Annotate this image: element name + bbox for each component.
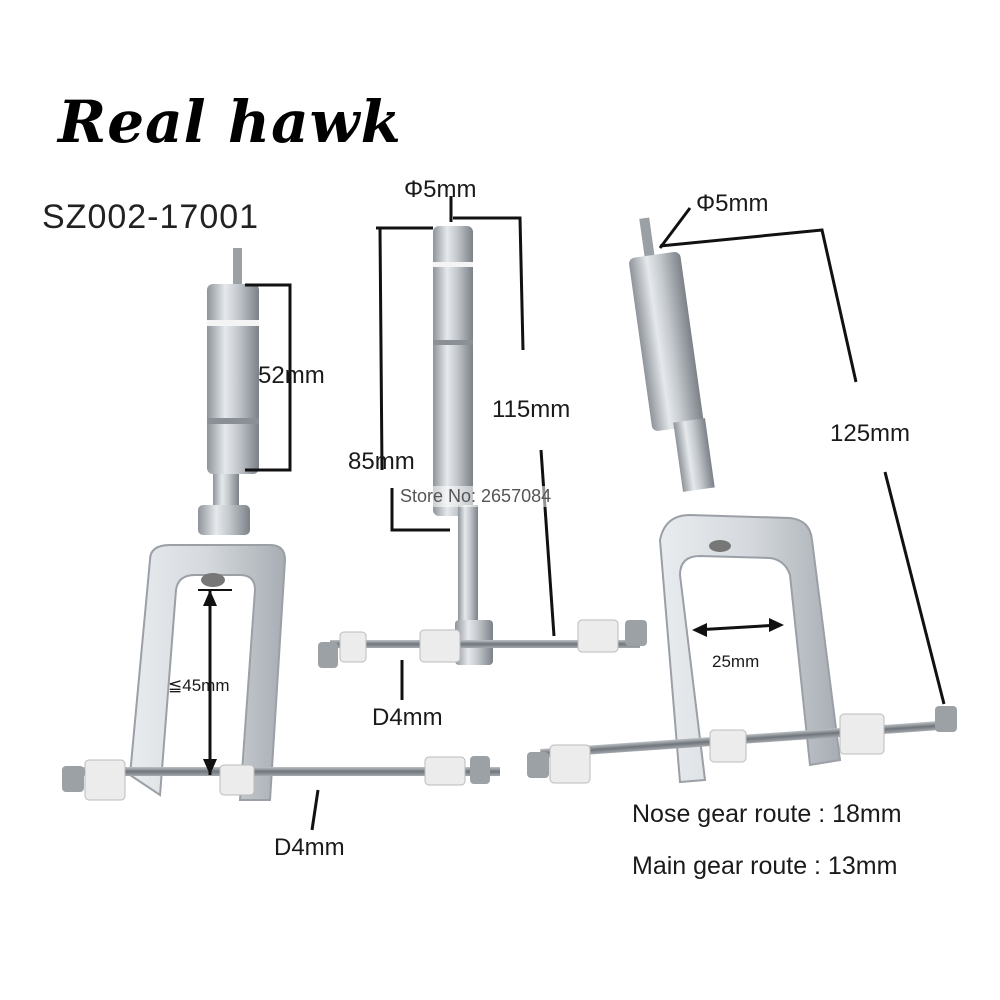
- left-landing-gear: [62, 248, 500, 831]
- right-pin-diameter-label: Φ5mm: [696, 190, 769, 217]
- left-fork-height-label: ≦45mm: [168, 676, 230, 695]
- left-shock-length-label: 52mm: [258, 362, 325, 389]
- middle-landing-gear: [318, 196, 647, 700]
- right-landing-gear: [527, 207, 957, 784]
- middle-total-length-label: 115mm: [492, 396, 571, 423]
- brand-logo-text: Real hawk: [58, 88, 402, 156]
- left-axle-diameter-label: D4mm: [274, 834, 345, 861]
- right-fork-width-label: 25mm: [712, 652, 760, 671]
- main-gear-route-text: Main gear route : 13mm: [632, 852, 898, 880]
- nose-gear-route-text: Nose gear route : 18mm: [632, 800, 902, 828]
- right-total-length-label: 125mm: [830, 420, 911, 447]
- model-number: SZ002-17001: [42, 198, 260, 236]
- store-watermark: Store No: 2657084: [398, 486, 554, 507]
- middle-pin-diameter-label: Φ5mm: [404, 176, 477, 203]
- middle-shock-length-label: 85mm: [348, 448, 415, 475]
- middle-axle-diameter-label: D4mm: [372, 704, 443, 731]
